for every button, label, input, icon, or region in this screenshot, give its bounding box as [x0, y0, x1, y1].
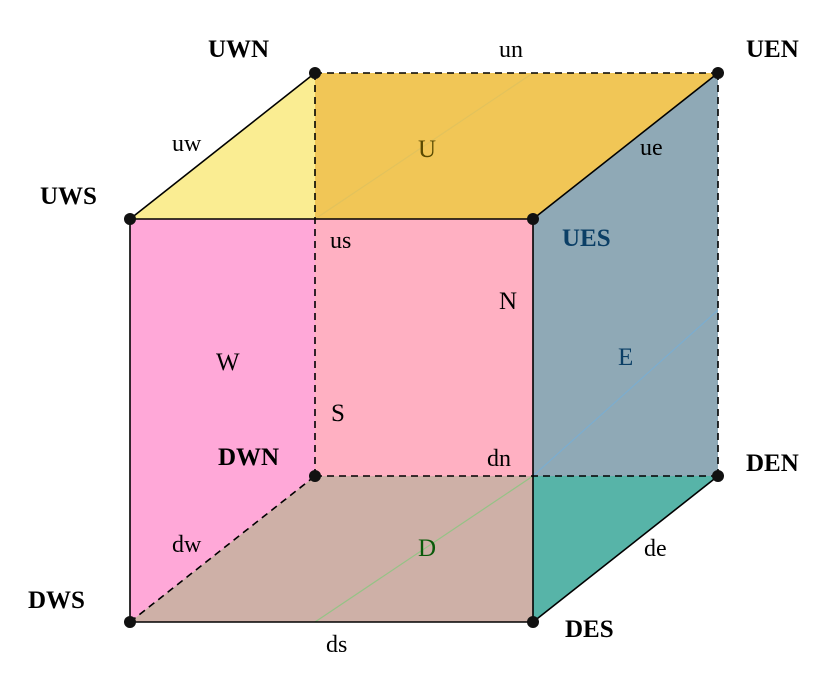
edge-label-us: us	[330, 228, 351, 254]
edge-uw-line	[129, 72, 316, 220]
vertex-dot-dws	[124, 616, 136, 628]
vertex-dots	[124, 67, 724, 628]
vertex-label-uen: UEN	[746, 36, 799, 63]
face-label-u: U	[418, 136, 436, 163]
face-label-n: N	[499, 288, 517, 315]
vertex-labels: UWN UEN UWS UES DWN DEN DWS DES	[28, 36, 799, 643]
vertex-label-des: DES	[565, 616, 614, 643]
vertex-label-den: DEN	[746, 450, 799, 477]
edge-label-uw: uw	[172, 131, 202, 157]
vertex-label-uwn: UWN	[208, 36, 269, 63]
vertex-dot-dwn	[309, 470, 321, 482]
edge-ue-line	[532, 72, 719, 220]
edge-dw-line	[129, 475, 316, 623]
face-label-d: D	[418, 535, 436, 562]
diagonals	[314, 72, 719, 623]
face-south	[130, 219, 533, 622]
vertex-label-ues: UES	[562, 225, 611, 252]
faces	[130, 73, 718, 622]
edge-label-ds: ds	[326, 632, 347, 658]
vertex-label-dws: DWS	[28, 587, 85, 614]
edge-label-ue: ue	[640, 135, 663, 161]
face-label-w: W	[216, 349, 240, 376]
vertex-dot-uws	[124, 213, 136, 225]
vertex-dot-den	[712, 470, 724, 482]
vertex-label-dwn: DWN	[218, 444, 279, 471]
face-label-s: S	[331, 400, 345, 427]
vertex-dot-ues	[527, 213, 539, 225]
visible-edges	[129, 72, 719, 623]
vertex-label-uws: UWS	[40, 183, 97, 210]
face-label-e: E	[618, 344, 633, 371]
vertex-dot-des	[527, 616, 539, 628]
edge-de-line	[532, 475, 719, 623]
edge-labels: un uw ue us dn dw de ds	[172, 37, 667, 658]
edge-label-dw: dw	[172, 532, 202, 558]
vertex-dot-uwn	[309, 67, 321, 79]
edge-label-un: un	[499, 37, 523, 63]
face-labels: U W N S E D	[216, 136, 633, 562]
hidden-edges	[129, 72, 719, 623]
vertex-dot-uen	[712, 67, 724, 79]
edge-label-de: de	[644, 536, 667, 562]
edge-label-dn: dn	[487, 446, 511, 472]
